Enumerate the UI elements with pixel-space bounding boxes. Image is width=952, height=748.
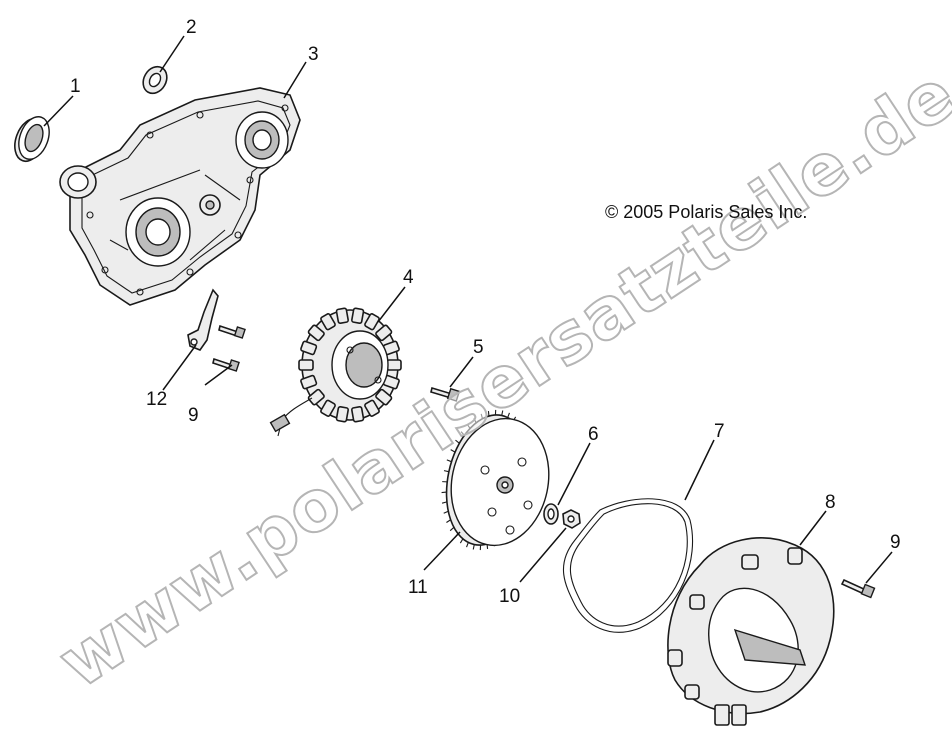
stator-pole (375, 388, 393, 406)
callout-10: 10 (499, 586, 520, 607)
callout-9-right: 9 (890, 532, 901, 553)
stator-pole (351, 405, 365, 423)
ring-gear-tooth (472, 544, 475, 550)
part-7-gasket (562, 498, 694, 633)
callout-8: 8 (825, 492, 836, 513)
part-1-seal (14, 116, 50, 163)
ring-gear-tooth (479, 545, 482, 551)
stator-pole (307, 324, 325, 342)
stator-pole (335, 405, 349, 423)
ring-gear-tooth (443, 470, 449, 473)
copyright-text: © 2005 Polaris Sales Inc. (605, 202, 807, 222)
callout-4: 4 (403, 267, 414, 288)
ring-gear-tooth (494, 409, 497, 415)
stator-pole (386, 359, 402, 371)
part-11-flywheel (441, 409, 550, 551)
part-4-stator (269, 307, 402, 437)
stator-pole (335, 307, 349, 325)
part-10-nut (562, 509, 581, 529)
part-2-washer (142, 65, 168, 95)
stator-pole (307, 388, 325, 406)
stator-pole (351, 307, 365, 325)
ring-gear-tooth (449, 526, 455, 532)
ring-gear-tooth (446, 519, 451, 523)
ring-gear-tooth (501, 410, 504, 416)
ring-gear-tooth (441, 491, 447, 494)
stator-pole (375, 324, 393, 342)
stator-pole (300, 340, 318, 356)
ring-gear-tooth (455, 439, 460, 444)
callout-9-left: 9 (188, 405, 199, 426)
ring-gear-tooth (466, 542, 469, 548)
ring-gear-tooth (459, 538, 464, 544)
ring-gear-tooth (441, 501, 448, 504)
callout-1: 1 (70, 76, 81, 97)
part-5-bolt (430, 386, 461, 402)
ring-gear-tooth (442, 481, 448, 483)
ring-gear-tooth (450, 449, 456, 453)
callout-11: 11 (408, 577, 428, 598)
part-8-stator-cover (667, 537, 835, 726)
part-6-washer (543, 503, 559, 525)
leader-lines (43, 35, 893, 584)
ring-gear-tooth (443, 510, 449, 514)
callout-2: 2 (186, 17, 197, 38)
stator-pole (320, 313, 336, 331)
part-3-crankcase-cover (59, 87, 301, 306)
stator-pole (300, 374, 318, 390)
callout-6: 6 (588, 424, 599, 445)
callout-3: 3 (308, 44, 319, 65)
callout-7: 7 (714, 421, 725, 442)
stator-pole (320, 399, 336, 417)
callout-5: 5 (473, 337, 484, 358)
stator-pole (364, 313, 380, 331)
part-12-bracket (187, 288, 219, 351)
ring-gear-tooth (466, 423, 471, 429)
ring-gear-tooth (460, 431, 465, 436)
ring-gear-tooth (473, 418, 477, 424)
callout-12: 12 (146, 389, 167, 410)
ring-gear-tooth (480, 413, 483, 419)
part-9-bolt-right (840, 578, 876, 599)
ring-gear-tooth (487, 411, 490, 417)
ring-gear-tooth (446, 459, 452, 463)
stator-pole (364, 399, 380, 417)
ring-gear-tooth (507, 412, 510, 418)
stator-pole (298, 359, 314, 371)
part-9-bolt-left (212, 324, 246, 372)
